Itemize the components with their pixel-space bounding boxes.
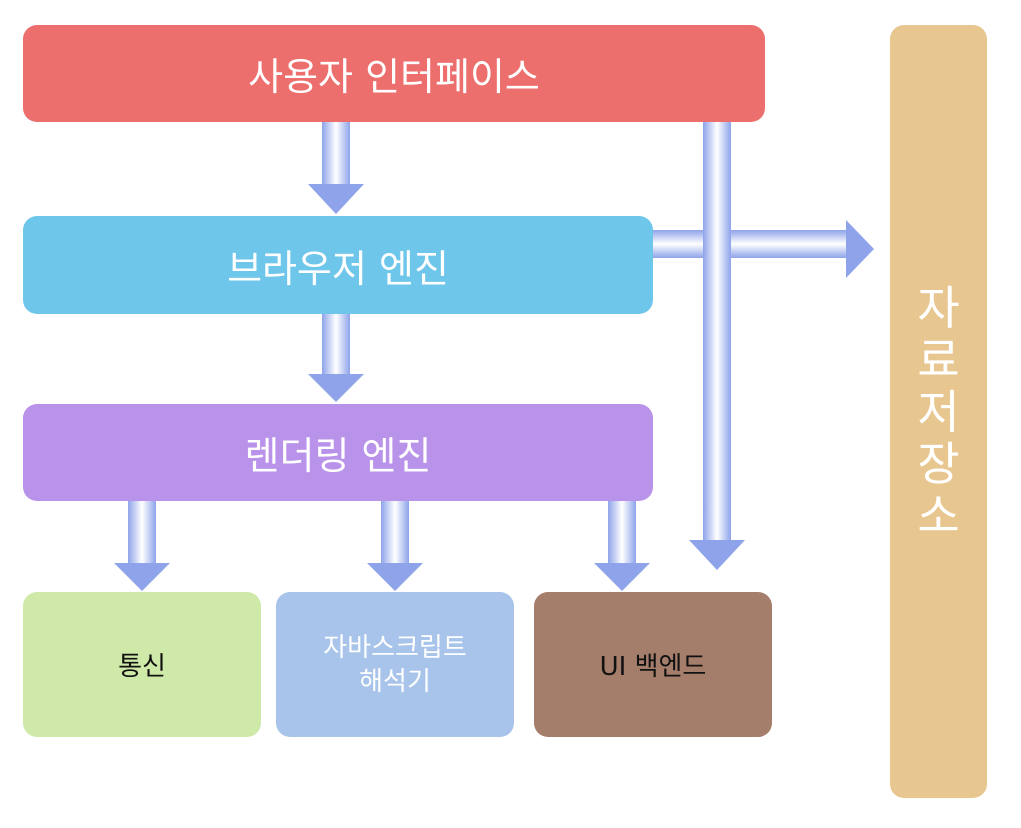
user-interface-box: 사용자 인터페이스 — [23, 25, 765, 122]
arrow-rendering-to-js-interpreter — [367, 501, 423, 591]
arrow-ui-to-browser-engine — [308, 122, 364, 214]
ui-backend-label: UI 백엔드 — [599, 652, 707, 682]
js-interpreter-box: 자바스크립트 해석기 — [276, 592, 514, 737]
ui-backend-box: UI 백엔드 — [534, 592, 772, 737]
js-interpreter-label: 자바스크립트 해석기 — [323, 632, 467, 697]
networking-label: 통신 — [118, 652, 166, 682]
arrow-browser-engine-to-rendering-engine — [308, 314, 364, 402]
data-storage-label: 자 료 저 장 소 — [917, 280, 960, 543]
arrow-rendering-to-networking — [114, 501, 170, 591]
user-interface-label: 사용자 인터페이스 — [248, 55, 540, 99]
data-storage-box: 자 료 저 장 소 — [890, 25, 987, 798]
browser-engine-label: 브라우저 엔진 — [227, 246, 449, 291]
arrow-ui-to-ui-backend — [689, 122, 745, 570]
rendering-engine-box: 렌더링 엔진 — [23, 404, 653, 501]
arrow-browser-engine-to-storage — [653, 220, 874, 278]
rendering-engine-label: 렌더링 엔진 — [244, 434, 432, 478]
arrow-rendering-to-ui-backend — [594, 501, 650, 591]
networking-box: 통신 — [23, 592, 261, 737]
browser-engine-box: 브라우저 엔진 — [23, 216, 653, 314]
